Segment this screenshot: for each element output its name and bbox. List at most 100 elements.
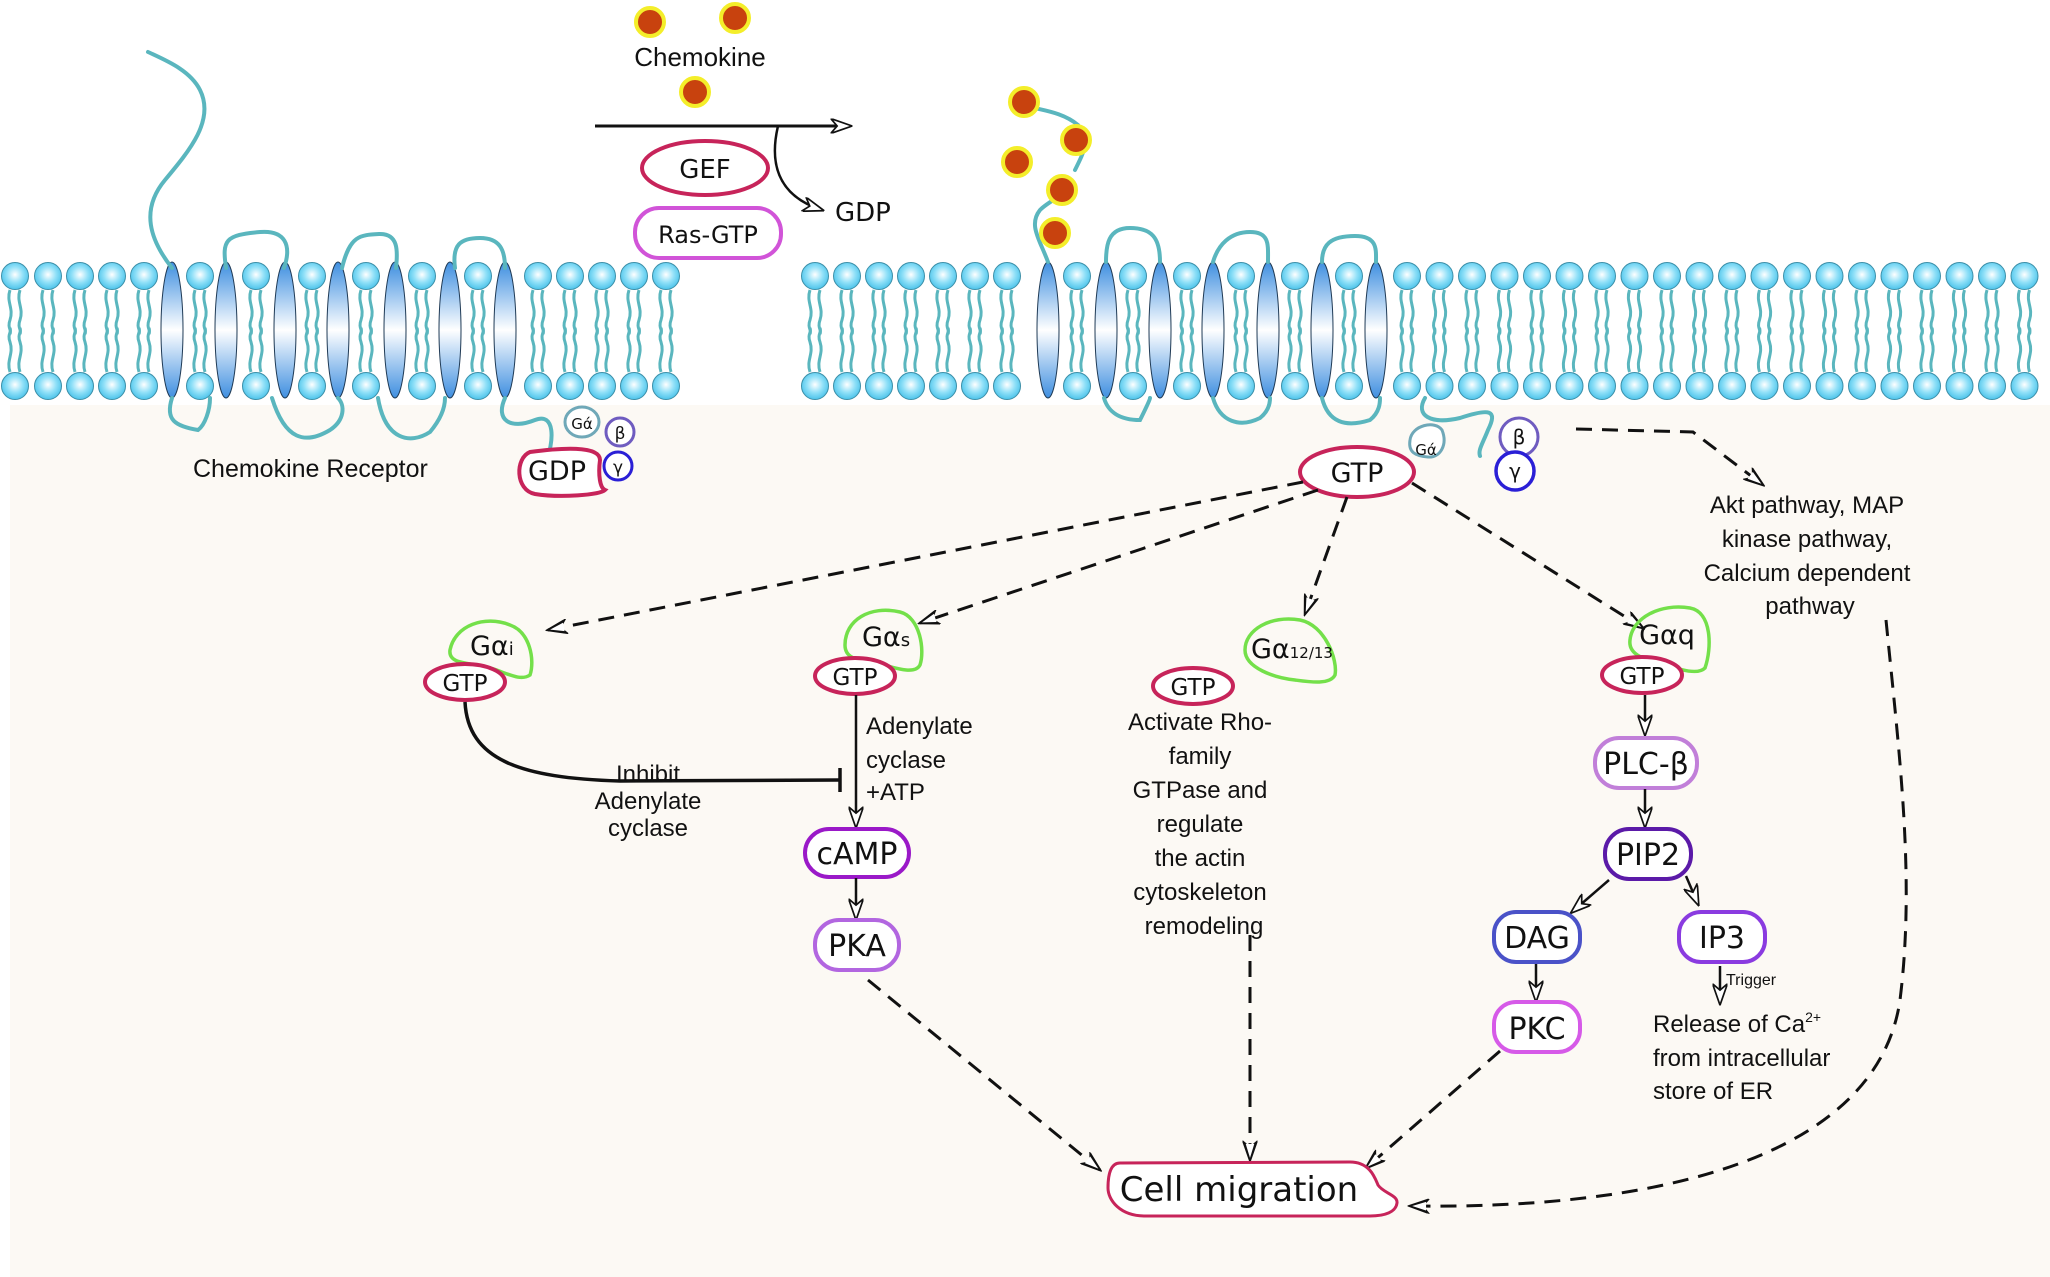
lipid-head xyxy=(929,262,957,290)
ras-gtp-label: Ras-GTP xyxy=(658,221,758,249)
lipid-head xyxy=(801,372,829,400)
lipid-head xyxy=(833,262,861,290)
lipid-head xyxy=(66,372,94,400)
receptor-helix xyxy=(1148,261,1172,399)
active-receptor-loops xyxy=(1023,103,1495,458)
receptor-helix xyxy=(214,261,238,399)
lipid-tail xyxy=(1341,289,1347,335)
lipid-tail xyxy=(7,289,13,335)
arrow-other-to-migration xyxy=(1410,619,1908,1206)
gdp-release-arrow xyxy=(773,125,822,210)
lipid-tail xyxy=(50,289,56,335)
ga1213-effect-line: regulate xyxy=(1157,811,1244,838)
lipid-head xyxy=(1685,372,1714,400)
lipid-tail xyxy=(1571,289,1578,335)
lipid-tail xyxy=(248,327,254,373)
receptor-helix xyxy=(493,261,517,399)
receptor-helix xyxy=(383,261,407,399)
lipid-tail xyxy=(903,327,909,373)
lipid-head xyxy=(1173,262,1201,290)
lipid-tail xyxy=(540,327,546,373)
lipid-tail xyxy=(967,327,973,373)
lipid-tail xyxy=(202,289,208,335)
lipid-tail xyxy=(1669,327,1675,373)
lipid-tail xyxy=(530,289,536,335)
lipid-tail xyxy=(424,289,430,335)
lipid-tail xyxy=(1961,327,1968,373)
dag-label: DAG xyxy=(1504,921,1570,956)
lipid-head xyxy=(464,372,492,400)
lipid-tail xyxy=(1243,289,1249,335)
g-alpha-small-label: Gά xyxy=(571,415,593,433)
lipid-head xyxy=(1,372,29,400)
lipid-tail xyxy=(1496,327,1503,373)
lipid-tail xyxy=(1854,327,1860,373)
lipid-tail xyxy=(839,289,845,335)
lipid-tail xyxy=(104,327,110,373)
lipid-tail xyxy=(114,289,120,335)
lipid-tail xyxy=(1994,289,2000,335)
lipid-tail xyxy=(849,289,855,335)
gas-effect-line-1: Adenylate xyxy=(866,713,973,740)
lipid-tail xyxy=(258,289,264,335)
lipid-tail xyxy=(977,289,983,335)
lipid-tail xyxy=(1069,289,1075,335)
lipid-tail xyxy=(1233,327,1239,373)
dag-node xyxy=(1492,910,1582,964)
chemokine-ligand xyxy=(634,6,666,38)
ga1213-effect-line: cytoskeleton xyxy=(1133,879,1266,906)
lipid-tail xyxy=(807,289,813,335)
ga1213-effect-line: remodeling xyxy=(1145,913,1264,940)
lipid-tail xyxy=(146,289,152,335)
lipid-tail xyxy=(1287,289,1293,335)
lipid-tail xyxy=(2016,289,2023,335)
gtp-main-node xyxy=(1298,445,1416,499)
lipid-head xyxy=(1119,262,1147,290)
gdp-label: GDP xyxy=(528,456,586,487)
lipid-tail xyxy=(1799,289,1805,335)
lipid-tail xyxy=(470,289,476,335)
lipid-tail xyxy=(636,327,642,373)
lipid-tail xyxy=(1659,289,1665,335)
ras-gtp-node xyxy=(633,206,783,260)
bound-chemokine xyxy=(1008,86,1040,118)
lipid-tail xyxy=(114,327,120,373)
chemokine-ligand xyxy=(679,76,711,108)
lipid-tail xyxy=(1821,289,1828,335)
lipid-tail xyxy=(1351,289,1357,335)
lipid-tail xyxy=(1636,327,1643,373)
lipid-tail xyxy=(807,327,813,373)
lipid-tail xyxy=(1701,327,1708,373)
lipid-head xyxy=(1978,262,2006,290)
lipid-tail xyxy=(1691,289,1698,335)
lipid-head xyxy=(1119,372,1147,400)
lipid-tail xyxy=(82,327,88,373)
lipid-head xyxy=(1718,372,1746,400)
gai-effect-line-1: Inhibit xyxy=(616,761,680,788)
chemokine-receptor-label: Chemokine Receptor xyxy=(193,455,428,483)
lipid-tail xyxy=(146,327,152,373)
ga1213-subunit-label: Gα12/13 xyxy=(1251,634,1333,665)
lipid-tail xyxy=(1125,327,1131,373)
lipid-tail xyxy=(604,327,610,373)
lipid-tail xyxy=(7,327,13,373)
arrow-pkc-to-migration xyxy=(1366,1049,1501,1168)
lipid-tail xyxy=(1756,289,1763,335)
lipid-head xyxy=(98,262,126,290)
lipid-tail xyxy=(935,327,941,373)
ga1213-gtp-node xyxy=(1151,666,1235,706)
gas-gtp-node xyxy=(813,656,897,696)
lipid-tail xyxy=(1135,327,1141,373)
bound-chemokine xyxy=(1001,146,1033,178)
lipid-head xyxy=(620,262,648,290)
lipid-tail xyxy=(304,327,310,373)
lipid-head xyxy=(588,372,616,400)
lipid-tail xyxy=(1179,289,1185,335)
lipid-head xyxy=(556,262,584,290)
lipid-head xyxy=(1848,372,1876,400)
beta-active-label: β xyxy=(1513,425,1526,449)
bound-chemokine xyxy=(1046,174,1078,206)
gai-gtp-label: GTP xyxy=(443,671,488,697)
lipid-head xyxy=(961,372,989,400)
lipid-head xyxy=(1281,372,1309,400)
